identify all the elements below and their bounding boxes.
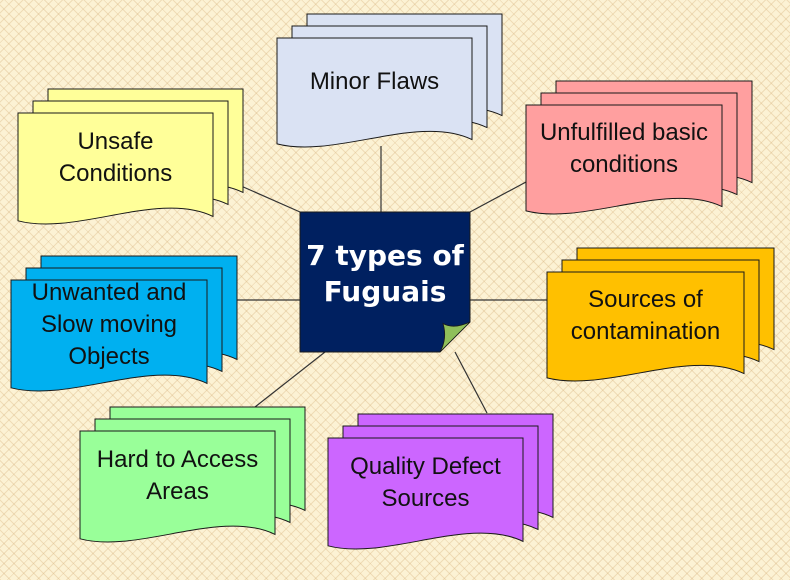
document-page-hard-to-access-areas [79,430,276,543]
label-hard-to-access-areas: Hard to Access Areas [96,446,259,506]
label-sources-of-contamination: Sources of contamination [570,286,721,346]
node-quality-defect-sources [327,413,554,550]
nodes [10,13,775,550]
label-unsafe-conditions: Unsafe Conditions [58,128,173,188]
node-unwanted-and-slow-moving-objects [10,255,238,392]
node-unfulfilled-basic-conditions [525,80,753,215]
document-page-minor-flaws [276,37,473,148]
node-minor-flaws [276,13,503,148]
center-folded-corner [439,321,471,353]
label-unfulfilled-basic-conditions: Unfulfilled basic conditions [539,119,709,179]
label-minor-flaws: Minor Flaws [309,68,440,96]
label-quality-defect-sources: Quality Defect Sources [350,453,501,513]
node-sources-of-contamination [546,247,775,382]
document-page-sources-of-contamination [546,271,745,382]
document-page-quality-defect-sources [327,437,524,550]
connector-hard-to-access-areas [254,351,326,408]
node-hard-to-access-areas [79,406,306,543]
document-page-unfulfilled-basic-conditions [525,104,723,215]
connector-unfulfilled-basic-conditions [469,181,527,213]
center-title: 7 types of Fuguais [306,239,464,308]
connector-quality-defect-sources [454,351,488,414]
document-page-unwanted-and-slow-moving-objects [10,279,208,392]
center-node [299,211,471,353]
node-unsafe-conditions [17,88,244,225]
label-unwanted-and-slow-moving-objects: Unwanted and Slow moving Objects [31,279,187,371]
document-page-unsafe-conditions [17,112,214,225]
